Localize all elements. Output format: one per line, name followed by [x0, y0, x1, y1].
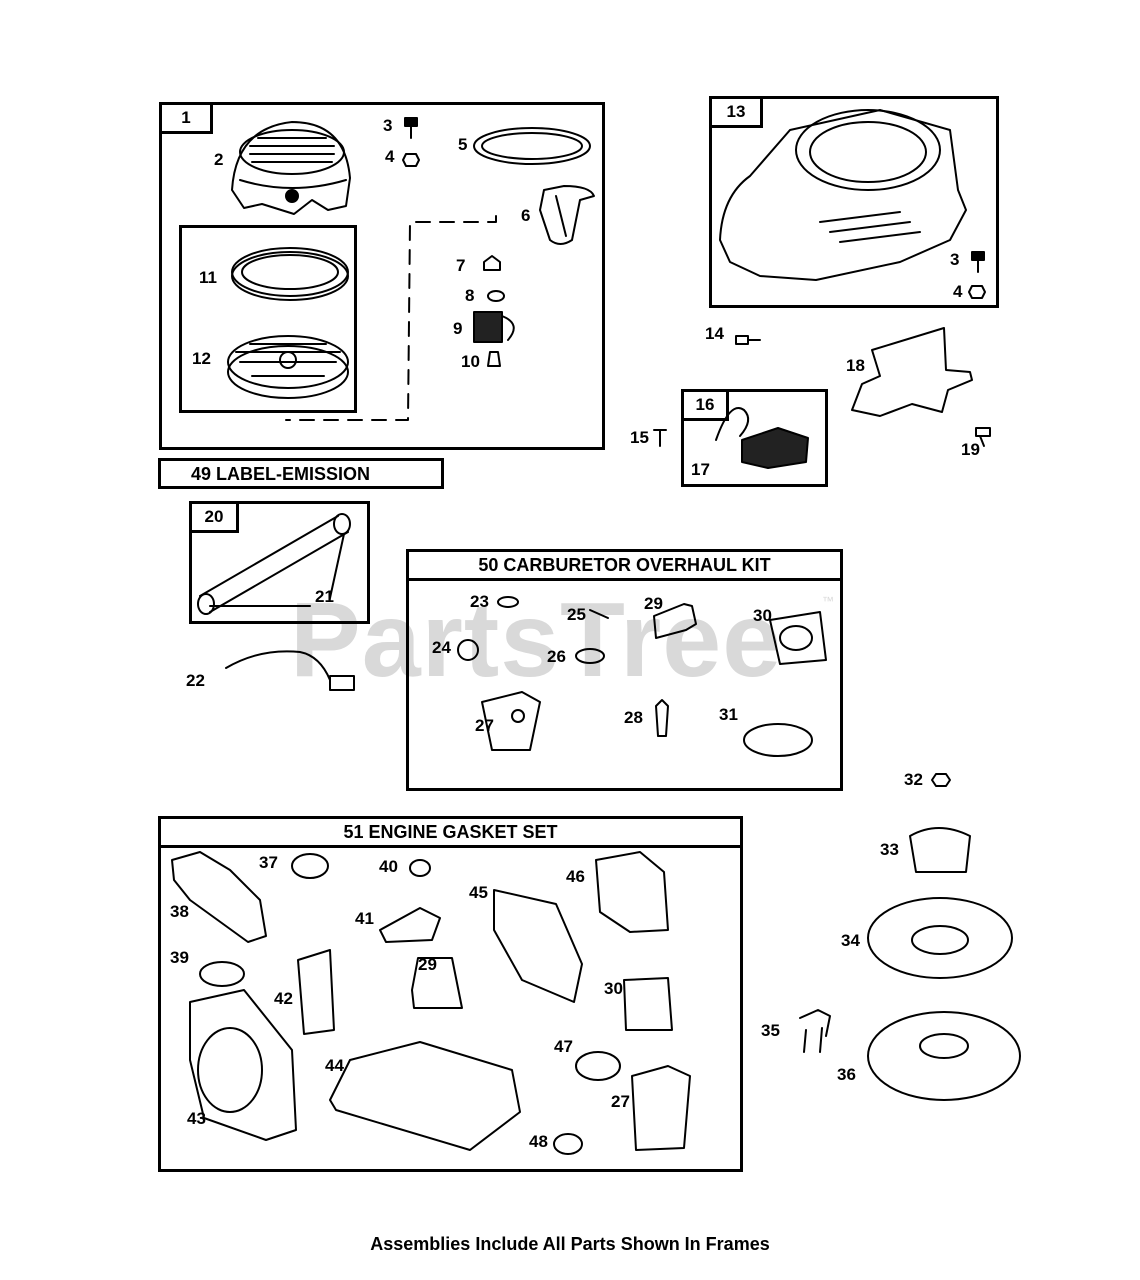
part-label-42: 42 — [274, 989, 293, 1008]
part-label-15: 15 — [630, 428, 649, 447]
part-label-47: 47 — [554, 1037, 573, 1056]
part-label-7: 7 — [456, 256, 466, 275]
part-label-43: 43 — [187, 1109, 206, 1128]
part-label-21: 21 — [315, 587, 334, 606]
part-label-18: 18 — [846, 356, 865, 375]
part-label-25: 25 — [567, 605, 586, 624]
part-label-4-housing: 4 — [953, 282, 963, 301]
frame-50-title: 50 CARBURETOR OVERHAUL KIT — [409, 552, 840, 581]
part-label-12: 12 — [192, 349, 211, 368]
bolt-and-nut-top — [402, 117, 420, 167]
frame-16-tag: 16 — [684, 392, 729, 421]
frame-1-rewind-starter: 1 — [159, 102, 605, 450]
carb-kit-parts — [457, 596, 827, 757]
recoil-spring — [231, 247, 349, 301]
part-label-32: 32 — [904, 770, 923, 789]
part-label-27: 27 — [475, 716, 494, 735]
part-label-3-housing: 3 — [950, 250, 960, 269]
part-label-22: 22 — [186, 671, 205, 690]
part-label-46: 46 — [566, 867, 585, 886]
part-label-6: 6 — [521, 206, 531, 225]
part-label-37: 37 — [259, 853, 278, 872]
part-label-30-gasket: 30 — [604, 979, 623, 998]
starter-handle — [539, 185, 595, 245]
part-label-29-gasket: 29 — [418, 955, 437, 974]
frame-50-carburetor-kit: 50 CARBURETOR OVERHAUL KIT — [406, 549, 843, 791]
part-label-27-gasket: 27 — [611, 1092, 630, 1111]
gasket-set-parts — [171, 851, 691, 1155]
footer-note: Assemblies Include All Parts Shown In Fr… — [370, 1234, 770, 1254]
frame-51-title: 51 ENGINE GASKET SET — [161, 819, 740, 848]
part-label-9: 9 — [453, 319, 463, 338]
stop-switch-wire — [225, 650, 355, 691]
part-label-40: 40 — [379, 857, 398, 876]
part-label-3: 3 — [383, 116, 393, 135]
frame-20-tag: 20 — [192, 504, 239, 533]
part-label-36: 36 — [837, 1065, 856, 1084]
frame-49-title: 49 LABEL-EMISSION — [191, 464, 371, 484]
blower-housing — [719, 109, 967, 281]
part-label-14: 14 — [705, 324, 724, 343]
watermark: PartsTree — [290, 581, 783, 699]
frame-49-label-emission: 49 LABEL-EMISSION — [158, 458, 444, 489]
starter-rope — [473, 127, 591, 165]
frame-20-fuel-line: 20 — [189, 501, 370, 624]
frame-1-tag: 1 — [162, 105, 213, 134]
part-label-4: 4 — [385, 147, 395, 166]
pawl-spring-retainer-parts — [473, 255, 515, 367]
starter-pulley — [227, 335, 349, 399]
part-label-2: 2 — [214, 150, 224, 169]
part-label-45: 45 — [469, 883, 488, 902]
bolt-and-nut-housing — [968, 251, 986, 299]
ignition-armature — [715, 407, 809, 469]
part-label-26: 26 — [547, 647, 566, 666]
part-label-24: 24 — [432, 638, 451, 657]
assembly-dashed-link — [285, 215, 497, 421]
flywheel-assembly-parts — [799, 773, 1021, 1101]
part-label-38: 38 — [170, 902, 189, 921]
frame-13-blower-housing: 13 — [709, 96, 999, 308]
watermark-trademark: ™ — [822, 594, 834, 608]
frame-13-tag: 13 — [712, 99, 763, 128]
part-label-5: 5 — [458, 135, 468, 154]
part-label-48: 48 — [529, 1132, 548, 1151]
part-label-23: 23 — [470, 592, 489, 611]
frame-16-ignition: 16 — [681, 389, 828, 487]
frame-51-engine-gasket-set: 51 ENGINE GASKET SET — [158, 816, 743, 1172]
frame-inner-pulley — [179, 225, 357, 413]
part-label-31: 31 — [719, 705, 738, 724]
bolt-14 — [735, 335, 761, 345]
fuel-line — [197, 513, 351, 615]
air-baffle — [851, 327, 973, 417]
part-label-34: 34 — [841, 931, 860, 950]
part-label-33: 33 — [880, 840, 899, 859]
screw-15 — [653, 429, 667, 447]
part-label-29: 29 — [644, 594, 663, 613]
rewind-starter-housing — [231, 121, 351, 215]
part-label-11: 11 — [199, 268, 217, 287]
part-label-39: 39 — [170, 948, 189, 967]
part-label-10: 10 — [461, 352, 480, 371]
part-label-41: 41 — [355, 909, 374, 928]
part-label-19: 19 — [961, 440, 980, 459]
part-label-44: 44 — [325, 1056, 344, 1075]
part-label-8: 8 — [465, 286, 475, 305]
part-label-30: 30 — [753, 606, 772, 625]
part-label-35: 35 — [761, 1021, 780, 1040]
part-label-17: 17 — [691, 460, 710, 479]
screw-19 — [975, 427, 991, 447]
part-label-28: 28 — [624, 708, 643, 727]
